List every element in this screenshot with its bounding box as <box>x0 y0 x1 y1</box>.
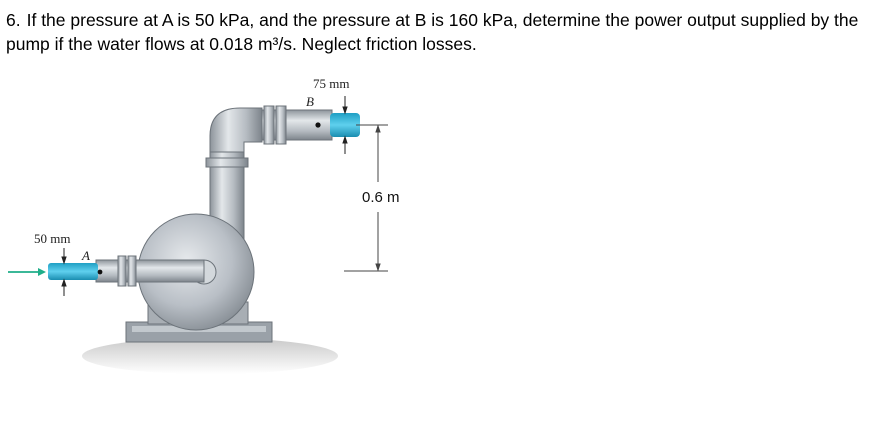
inlet-pipe <box>95 255 205 287</box>
problem-number: 6. <box>6 10 21 30</box>
outlet-point-label: B <box>306 94 314 109</box>
point-a-marker <box>97 269 103 275</box>
point-b-marker <box>315 122 321 128</box>
outlet-diameter-marks <box>342 96 348 154</box>
outlet-water <box>330 113 360 137</box>
problem-text: If the pressure at A is 50 kPa, and the … <box>6 10 859 54</box>
outlet-pipe <box>261 105 333 145</box>
problem-statement: 6.If the pressure at A is 50 kPa, and th… <box>6 8 886 56</box>
inlet-diameter-marks <box>61 248 67 296</box>
ground-shadow <box>82 338 338 374</box>
outlet-diameter-label: 75 mm <box>313 76 349 91</box>
inlet-water <box>48 263 98 280</box>
inlet-point-label: A <box>81 248 90 263</box>
inlet-diameter-label: 50 mm <box>34 231 70 246</box>
flow-arrow <box>8 268 46 276</box>
pipe-elbow <box>209 107 263 153</box>
height-dimension <box>344 124 388 272</box>
height-label: 0.6 m <box>362 189 400 206</box>
